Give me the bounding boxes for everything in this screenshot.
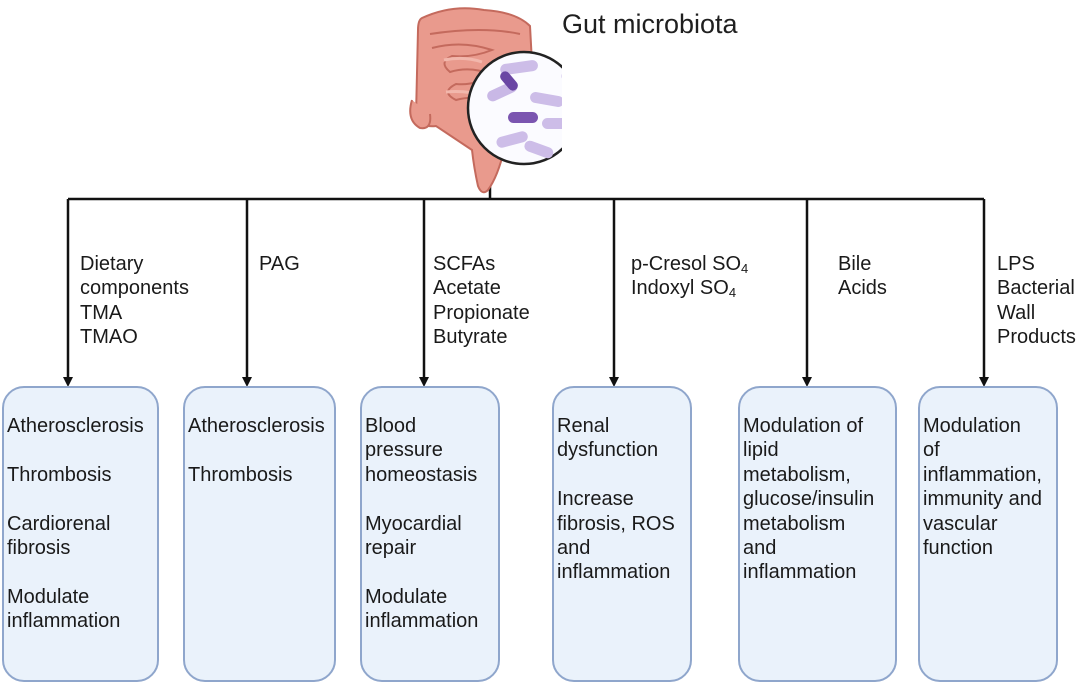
outcome-line: Blood	[365, 415, 417, 437]
outcome-line: Modulate	[7, 585, 90, 608]
outcome-line: Myocardial	[365, 512, 462, 535]
outcome-line: inflammation	[7, 610, 121, 633]
branch-label-line: TMAO	[80, 326, 138, 349]
outcome-line: metabolism,	[743, 463, 851, 486]
outcome-item: Atherosclerosis	[7, 414, 157, 438]
outcome-line: pressure	[365, 439, 443, 462]
outcome-line: Atherosclerosis	[7, 415, 144, 437]
outcome-line: Modulation	[923, 415, 1021, 437]
outcome-line: Cardiorenal	[7, 512, 111, 535]
outcome-line: Atherosclerosis	[188, 415, 325, 437]
branch-label-line: TMA	[80, 301, 123, 324]
outcome-line: and	[743, 537, 777, 560]
diagram-title: Gut microbiota	[562, 9, 738, 39]
outcome-line: Modulate	[365, 585, 448, 608]
outcome-line: Modulation of	[743, 415, 864, 437]
gut-illustration	[409, 7, 562, 194]
outcome-line: Increase	[557, 488, 634, 511]
outcome-item: Thrombosis	[188, 463, 334, 487]
outcome-line: inflammation	[365, 610, 479, 633]
outcome-line: inflammation,	[923, 463, 1042, 486]
branch-label-line: Bacterial	[997, 277, 1075, 300]
subscript: 4	[728, 285, 737, 301]
outcome-line: vascular	[923, 512, 998, 535]
outcome-line: glucose/insulin	[743, 488, 875, 511]
outcome-line: repair	[365, 537, 417, 560]
outcome-line: lipid	[743, 439, 779, 462]
branch-label-line: Dietary	[80, 253, 144, 275]
outcome-item: Thrombosis	[7, 463, 157, 487]
branch-label-line: Acids	[838, 277, 887, 300]
branch-label-line: Wall	[997, 301, 1036, 324]
outcome-line: fibrosis, ROS	[557, 512, 675, 535]
branch-label-line: Propionate	[433, 301, 530, 324]
outcome-line: immunity and	[923, 488, 1042, 511]
outcome-line: metabolism	[743, 512, 846, 535]
branch-label-2: PAG	[259, 252, 300, 276]
outcome-item: Atherosclerosis	[188, 414, 334, 438]
branch-label-line: components	[80, 277, 189, 300]
outcome-line: homeostasis	[365, 463, 478, 486]
outcome-line: Thrombosis	[188, 463, 293, 486]
outcome-line: dysfunction	[557, 439, 659, 462]
branch-label-line: LPS	[997, 253, 1035, 275]
branch-label-line: Indoxyl SO4	[631, 277, 737, 301]
branch-label-line: Bile	[838, 253, 872, 275]
branch-label-line: PAG	[259, 253, 300, 275]
outcome-line: and	[557, 537, 591, 560]
outcome-line: Thrombosis	[7, 463, 112, 486]
outcome-line: inflammation	[557, 561, 671, 584]
outcome-line: function	[923, 537, 994, 560]
outcome-line: inflammation	[743, 561, 857, 584]
branch-label-line: Butyrate	[433, 326, 508, 349]
branch-label-line: p-Cresol SO4	[631, 253, 749, 276]
outcome-line: of	[923, 439, 940, 462]
branch-label-line: Products	[997, 326, 1076, 349]
outcome-line: Renal	[557, 415, 610, 437]
bacteria-magnifier-icon	[466, 50, 562, 166]
outcome-line: fibrosis	[7, 537, 71, 559]
branch-label-line: SCFAs	[433, 253, 496, 275]
subscript: 4	[741, 261, 749, 276]
branch-label-line: Acetate	[433, 277, 501, 300]
